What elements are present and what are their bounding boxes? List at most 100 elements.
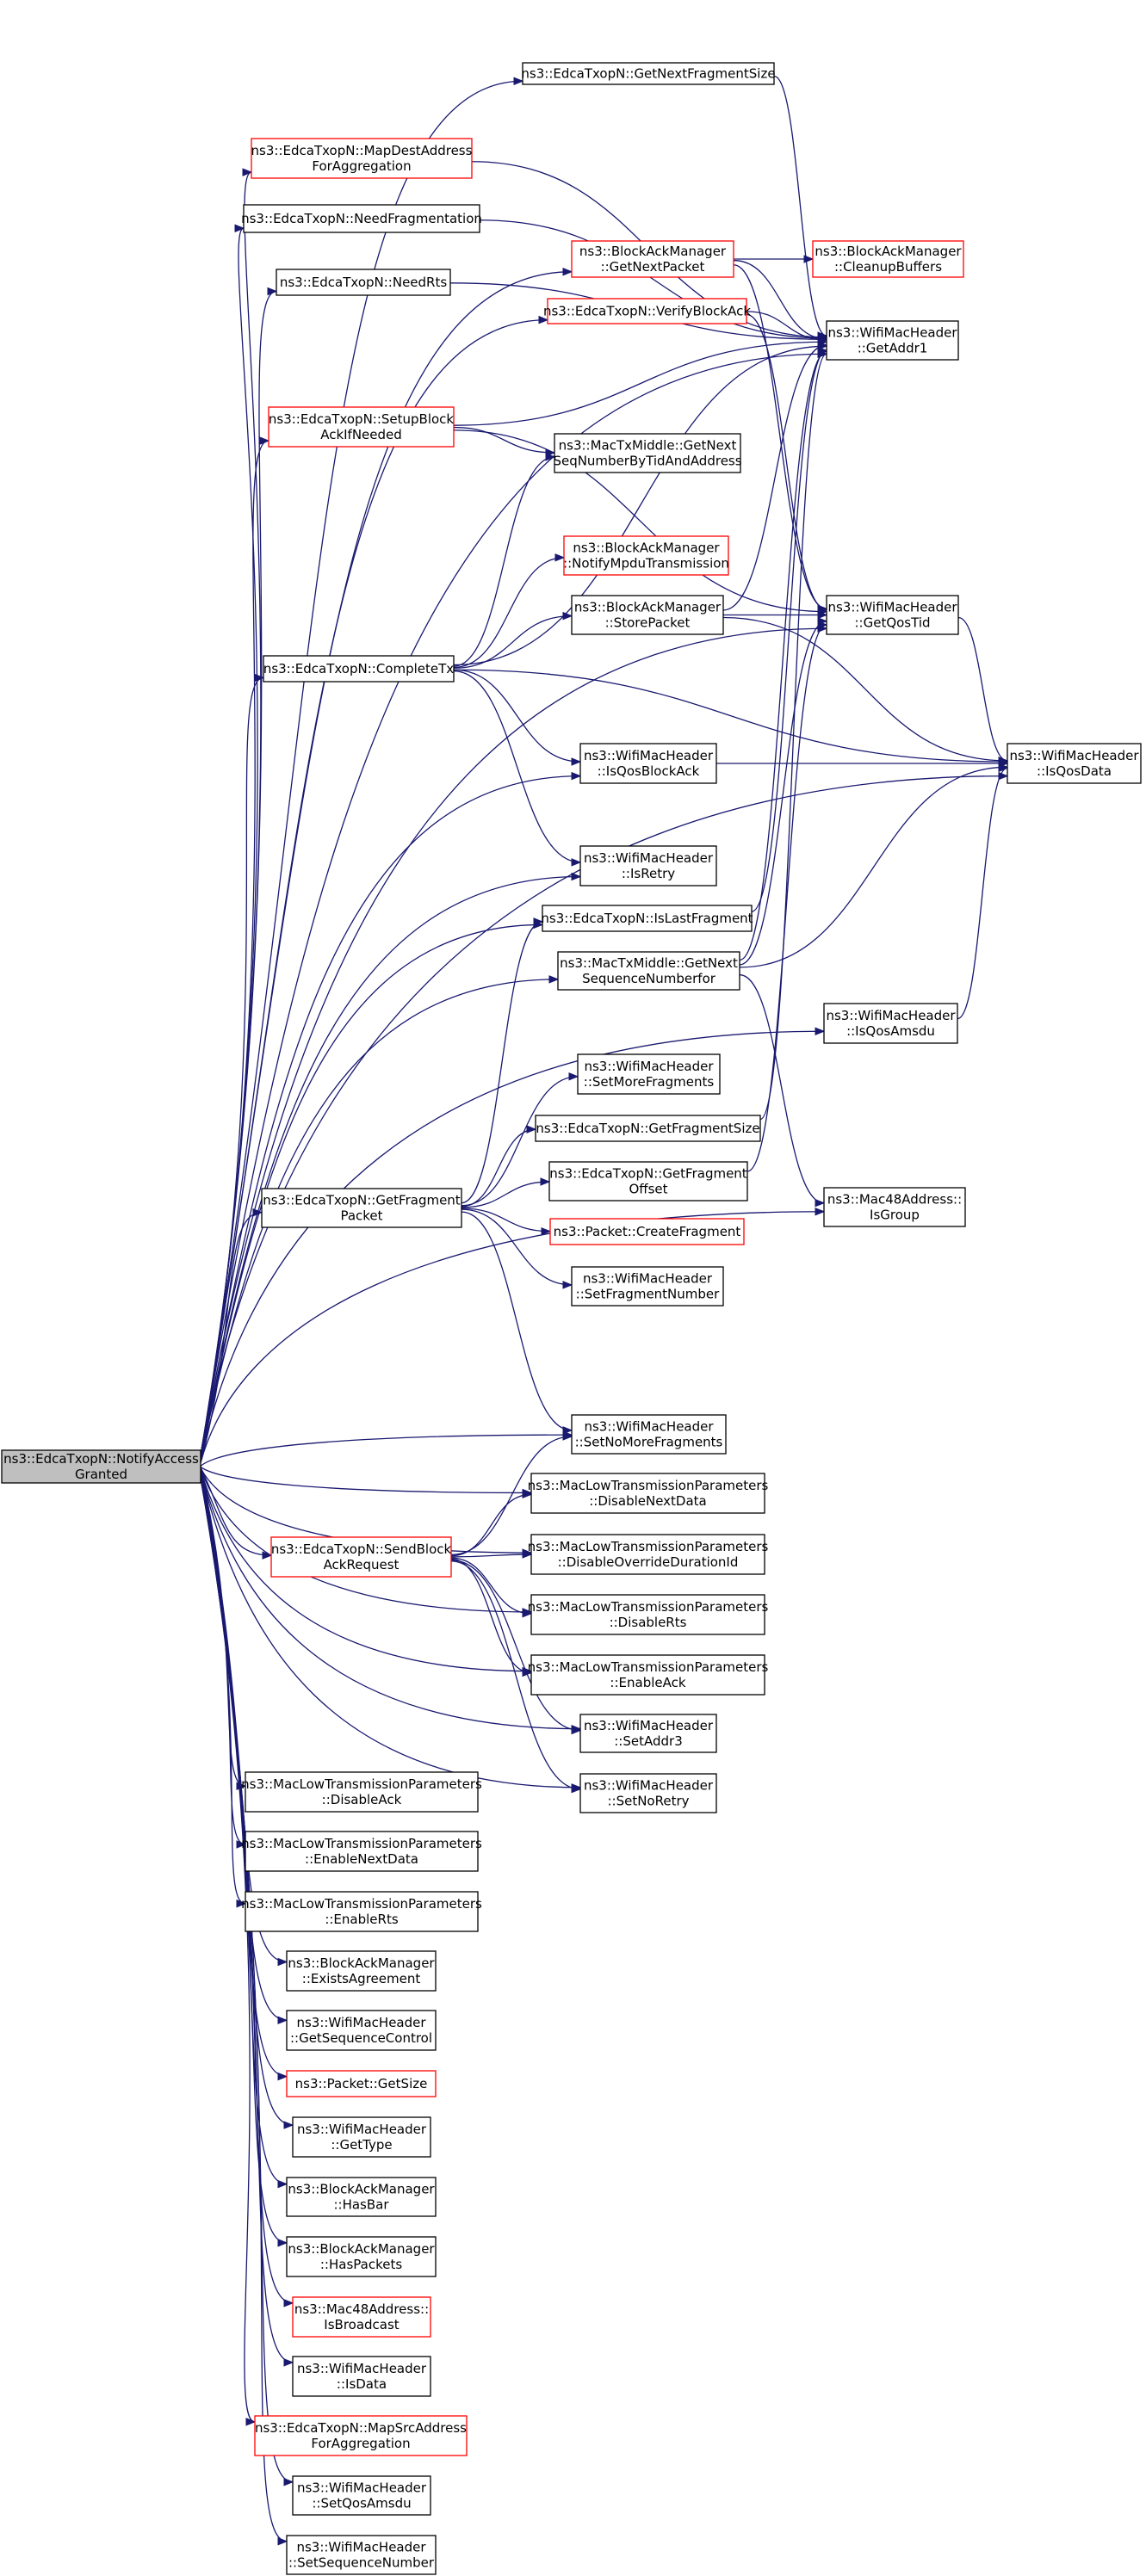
node-gettype[interactable]: ns3::WifiMacHeader::GetType: [292, 2116, 431, 2158]
arrowhead-icon: [533, 917, 544, 926]
node-label: ns3::MacLowTransmissionParameters: [528, 1539, 769, 1554]
node-label: ::SetMoreFragments: [584, 1074, 715, 1090]
node-enablenextdata[interactable]: ns3::MacLowTransmissionParameters::Enabl…: [241, 1831, 482, 1872]
node-label: ns3::MacLowTransmissionParameters: [241, 1776, 482, 1792]
call-edge: [739, 621, 827, 966]
node-setaddr3[interactable]: ns3::WifiMacHeader::SetAddr3: [579, 1714, 717, 1753]
node-isqosamsdu[interactable]: ns3::WifiMacHeader::IsQosAmsdu: [823, 1003, 958, 1044]
node-box: [579, 845, 717, 886]
arrowhead-icon: [562, 1432, 573, 1441]
node-disablerts[interactable]: ns3::MacLowTransmissionParameters::Disab…: [528, 1594, 769, 1635]
call-edge: [450, 1493, 532, 1557]
node-setqosamsdu[interactable]: ns3::WifiMacHeader::SetQosAmsdu: [292, 2475, 431, 2516]
node-label: ns3::BlockAckManager: [579, 244, 727, 259]
node-mtm-nextseqtid[interactable]: ns3::MacTxMiddle::GetNextSeqNumberByTidA…: [553, 433, 742, 473]
node-enablerts[interactable]: ns3::MacLowTransmissionParameters::Enabl…: [241, 1891, 482, 1932]
call-edge: [739, 766, 1008, 968]
arrowhead-icon: [538, 315, 549, 324]
node-label: ns3::BlockAckManager: [288, 1955, 435, 1971]
node-isretry[interactable]: ns3::WifiMacHeader::IsRetry: [579, 845, 717, 886]
node-setfragnum[interactable]: ns3::WifiMacHeader::SetFragmentNumber: [571, 1266, 724, 1307]
node-hasbar[interactable]: ns3::BlockAckManager::HasBar: [286, 2177, 437, 2217]
node-disableack[interactable]: ns3::MacLowTransmissionParameters::Disab…: [241, 1771, 482, 1813]
node-isqosblockack[interactable]: ns3::WifiMacHeader::IsQosBlockAck: [579, 743, 717, 784]
node-setnoretry[interactable]: ns3::WifiMacHeader::SetNoRetry: [579, 1773, 717, 1813]
node-box: [577, 1053, 721, 1095]
node-label: ::HasPackets: [320, 2257, 402, 2272]
node-setseqnum[interactable]: ns3::WifiMacHeader::SetSequenceNumber: [286, 2535, 437, 2575]
node-existsagreement[interactable]: ns3::BlockAckManager::ExistsAgreement: [286, 1950, 437, 1992]
arrowhead-icon: [571, 872, 582, 881]
node-mapsrc[interactable]: ns3::EdcaTxopN::MapSrcAddressForAggregat…: [254, 2415, 468, 2456]
node-label: ::IsQosAmsdu: [846, 1023, 935, 1039]
node-disablenextdata[interactable]: ns3::MacLowTransmissionParameters::Disab…: [528, 1473, 769, 1514]
node-label: ns3::EdcaTxopN::CompleteTx: [263, 661, 454, 676]
node-label: ::SetAddr3: [614, 1733, 683, 1749]
arrowhead-icon: [571, 1784, 582, 1794]
node-label: ::EnableNextData: [305, 1851, 418, 1867]
node-label: ::SetFragmentNumber: [576, 1287, 720, 1302]
arrowhead-icon: [236, 1840, 247, 1849]
node-islastfrag[interactable]: ns3::EdcaTxopN::IsLastFragment: [541, 905, 753, 932]
call-edge: [739, 350, 827, 961]
node-isqosdata[interactable]: ns3::WifiMacHeader::IsQosData: [1007, 743, 1142, 784]
node-mapdest[interactable]: ns3::EdcaTxopN::MapDestAddressForAggrega…: [251, 138, 473, 179]
node-disableoverride[interactable]: ns3::MacLowTransmissionParameters::Disab…: [528, 1534, 769, 1575]
node-isdata[interactable]: ns3::WifiMacHeader::IsData: [292, 2356, 431, 2397]
node-label: ns3::BlockAckManager: [815, 244, 962, 259]
node-nextfragsize[interactable]: ns3::EdcaTxopN::GetNextFragmentSize: [521, 62, 776, 85]
arrowhead-icon: [277, 2179, 288, 2189]
node-box: [823, 1003, 958, 1044]
node-getqostid[interactable]: ns3::WifiMacHeader::GetQosTid: [826, 595, 959, 635]
call-edge: [957, 616, 1008, 762]
call-edge: [453, 557, 565, 669]
node-label: ::GetSequenceControl: [290, 2030, 432, 2046]
node-needrts[interactable]: ns3::EdcaTxopN::NeedRts: [276, 269, 451, 296]
node-label: ::GetQosTid: [854, 615, 930, 631]
arrowhead-icon: [277, 2072, 288, 2081]
node-bam-nextpkt[interactable]: ns3::BlockAckManager::GetNextPacket: [571, 240, 734, 278]
node-verifyba[interactable]: ns3::EdcaTxopN::VerifyBlockAck: [543, 298, 751, 324]
node-haspackets[interactable]: ns3::BlockAckManager::HasPackets: [286, 2236, 437, 2277]
node-setmorefrag[interactable]: ns3::WifiMacHeader::SetMoreFragments: [577, 1053, 721, 1095]
node-bam-notify[interactable]: ns3::BlockAckManager::NotifyMpduTransmis…: [563, 535, 729, 576]
arrowhead-icon: [545, 453, 556, 461]
call-edge: [200, 775, 581, 1457]
call-edge: [461, 1128, 536, 1208]
arrowhead-icon: [234, 224, 245, 232]
node-label: ns3::MacLowTransmissionParameters: [528, 1599, 769, 1615]
node-bam-cleanup[interactable]: ns3::BlockAckManager::CleanupBuffers: [812, 240, 964, 278]
node-label: ::SetNoRetry: [607, 1794, 689, 1809]
node-label: ForAggregation: [311, 2436, 410, 2451]
node-isgroup[interactable]: ns3::Mac48Address::IsGroup: [823, 1187, 966, 1227]
node-box: [530, 1654, 765, 1696]
node-pkt-getsize[interactable]: ns3::Packet::GetSize: [286, 2070, 437, 2097]
node-label: ns3::WifiMacHeader: [297, 2480, 427, 2496]
call-edge: [461, 1181, 550, 1208]
node-mtm-nextseq[interactable]: ns3::MacTxMiddle::GetNextSequenceNumberf…: [557, 951, 740, 991]
node-getaddr1[interactable]: ns3::WifiMacHeader::GetAddr1: [826, 320, 959, 361]
node-box: [245, 1831, 479, 1872]
node-enableack[interactable]: ns3::MacLowTransmissionParameters::Enabl…: [528, 1654, 769, 1696]
call-edge: [733, 264, 827, 609]
node-setnomorefrag[interactable]: ns3::WifiMacHeader::SetNoMoreFragments: [571, 1414, 727, 1455]
node-getfragsize[interactable]: ns3::EdcaTxopN::GetFragmentSize: [535, 1115, 761, 1142]
node-box: [1007, 743, 1142, 784]
node-bam-store[interactable]: ns3::BlockAckManager::StorePacket: [571, 595, 724, 635]
node-getseqctrl[interactable]: ns3::WifiMacHeader::GetSequenceControl: [286, 2010, 437, 2051]
node-isbroadcast[interactable]: ns3::Mac48Address::IsBroadcast: [292, 2296, 431, 2338]
call-edge: [200, 1471, 581, 1788]
edge-layer: [200, 75, 1009, 2546]
node-label: ns3::BlockAckManager: [288, 2241, 435, 2257]
node-box: [286, 2070, 437, 2097]
node-completetx[interactable]: ns3::EdcaTxopN::CompleteTx: [263, 655, 455, 683]
node-needfrag[interactable]: ns3::EdcaTxopN::NeedFragmentation: [241, 204, 482, 233]
node-label: ns3::BlockAckManager: [574, 600, 722, 615]
node-label: ns3::EdcaTxopN::GetFragment: [263, 1193, 461, 1208]
node-createfrag[interactable]: ns3::Packet::CreateFragment: [549, 1218, 745, 1245]
